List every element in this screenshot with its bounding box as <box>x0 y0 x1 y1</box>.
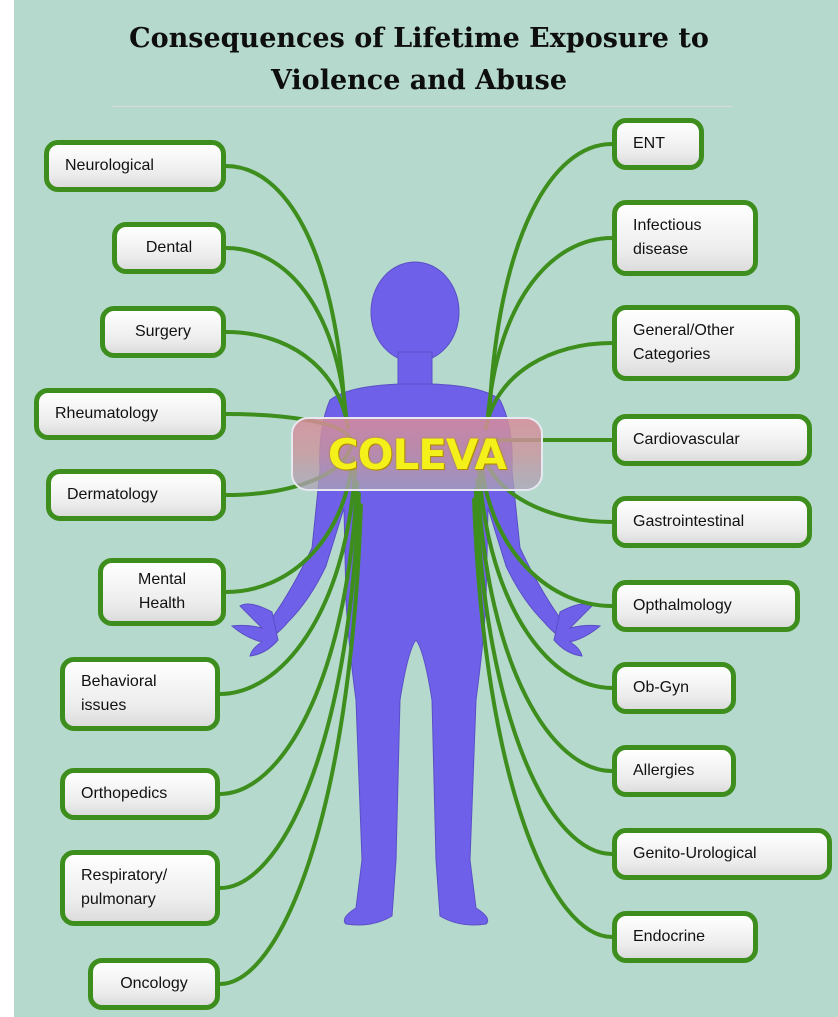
node-gastrointestinal[interactable]: Gastrointestinal <box>612 496 812 548</box>
node-allergies[interactable]: Allergies <box>612 745 736 797</box>
human-figure <box>232 262 600 925</box>
connector-infectious-disease <box>488 238 612 416</box>
node-orthopedics[interactable]: Orthopedics <box>60 768 220 820</box>
node-genito-urological[interactable]: Genito-Urological <box>612 828 832 880</box>
node-behavioral-issues[interactable]: Behavioral issues <box>60 657 220 731</box>
connector-neurological <box>226 166 345 407</box>
node-cardiovascular[interactable]: Cardiovascular <box>612 414 812 466</box>
node-dermatology[interactable]: Dermatology <box>46 469 226 521</box>
node-general-other-categories[interactable]: General/Other Categories <box>612 305 800 381</box>
node-respiratory-pulmonary[interactable]: Respiratory/ pulmonary <box>60 850 220 926</box>
node-surgery[interactable]: Surgery <box>100 306 226 358</box>
node-infectious-disease[interactable]: Infectious disease <box>612 200 758 276</box>
connector-ent <box>490 144 612 404</box>
node-ent[interactable]: ENT <box>612 118 704 170</box>
node-rheumatology[interactable]: Rheumatology <box>34 388 226 440</box>
node-endocrine[interactable]: Endocrine <box>612 911 758 963</box>
node-neurological[interactable]: Neurological <box>44 140 226 192</box>
node-opthalmology[interactable]: Opthalmology <box>612 580 800 632</box>
hub-label: COLEVA <box>292 425 542 483</box>
node-dental[interactable]: Dental <box>112 222 226 274</box>
node-ob-gyn[interactable]: Ob-Gyn <box>612 662 736 714</box>
node-oncology[interactable]: Oncology <box>88 958 220 1010</box>
connector-genito-urological <box>476 490 612 854</box>
node-mental-health[interactable]: Mental Health <box>98 558 226 626</box>
